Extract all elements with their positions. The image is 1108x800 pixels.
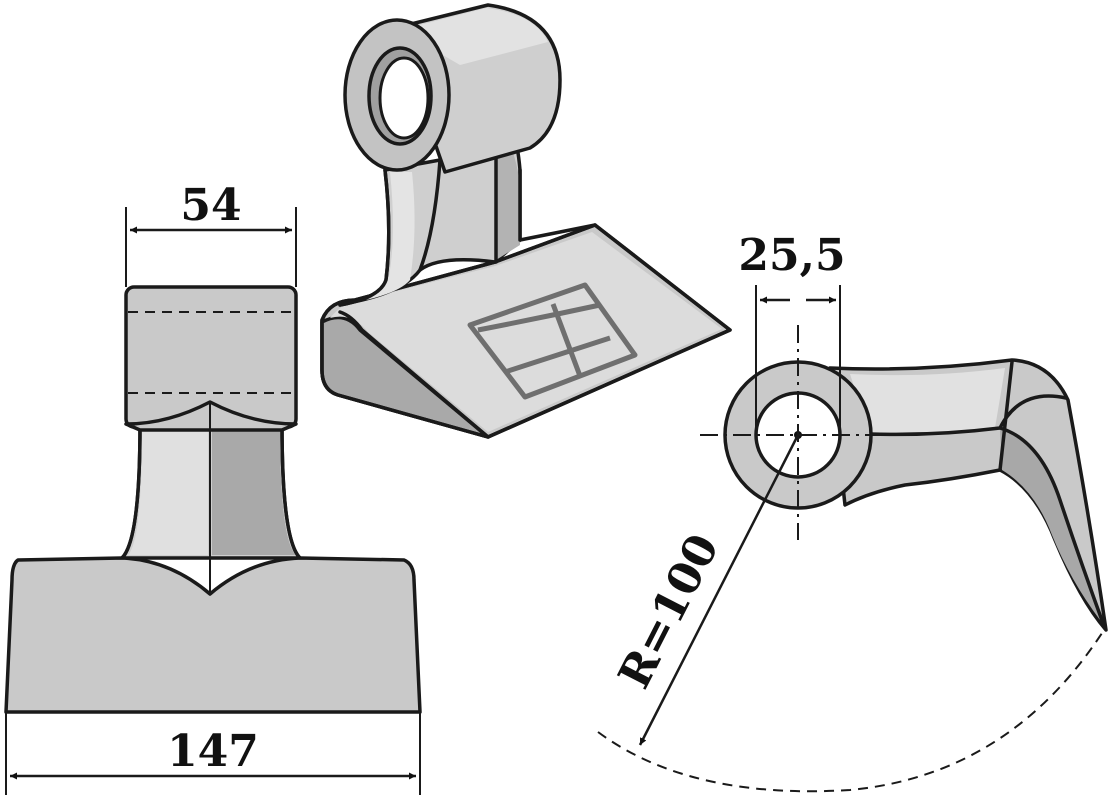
dimension-bore-diameter: 25,5: [738, 230, 846, 437]
swing-arc: [597, 629, 1105, 793]
weld-mark-cross: [504, 303, 611, 377]
dimension-label-25-5: 25,5: [738, 230, 845, 281]
front-view-neck-outline: [120, 423, 302, 560]
front-view-blade: [4, 556, 422, 714]
side-view: [700, 325, 1108, 632]
perspective-arm-outline: [338, 108, 597, 307]
hammer-blade-weld-mark-icon: [467, 282, 638, 400]
perspective-view: [320, 3, 732, 439]
dimension-label-147: 147: [167, 726, 259, 777]
perspective-blade-outline: [320, 223, 732, 439]
perspective-blade-top: [330, 232, 722, 432]
dimension-bottom-width: 147: [5, 712, 421, 795]
radius-arrow: [638, 434, 800, 746]
dimension-label-54: 54: [180, 180, 241, 231]
perspective-arm-light: [366, 172, 415, 300]
side-view-blade-edges: [868, 360, 1106, 628]
side-view-blade-light: [850, 368, 1005, 436]
dimension-top-width: 54: [125, 180, 297, 287]
perspective-bushing-bore-inner: [378, 56, 430, 140]
weld-mark-arc: [477, 302, 601, 333]
side-view-hook-dark: [1000, 430, 1100, 620]
front-view-neck-light: [128, 428, 208, 555]
dimension-label-r100: R=100: [609, 526, 729, 696]
front-view: [4, 285, 422, 714]
front-view-neck-dark: [212, 428, 296, 555]
